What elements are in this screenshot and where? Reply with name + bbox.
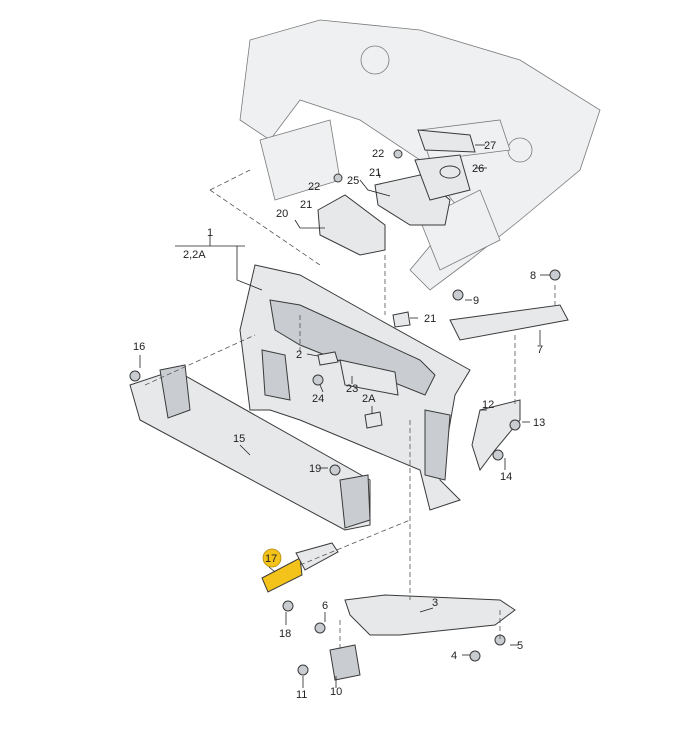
label-14: 14 bbox=[500, 471, 512, 483]
leader-lines bbox=[139, 144, 550, 688]
label-2-2a: 2,2A bbox=[183, 249, 206, 261]
fittings bbox=[317, 311, 411, 681]
label-15: 15 bbox=[233, 433, 245, 445]
label-4: 4 bbox=[451, 650, 457, 662]
label-17: 17 bbox=[265, 553, 277, 565]
label-7: 7 bbox=[537, 344, 543, 356]
label-21c: 21 bbox=[424, 313, 436, 325]
label-3: 3 bbox=[432, 597, 438, 609]
label-13: 13 bbox=[533, 417, 545, 429]
assembly-lines bbox=[144, 169, 556, 650]
label-16: 16 bbox=[133, 341, 145, 353]
label-10: 10 bbox=[330, 686, 342, 698]
label-9: 9 bbox=[473, 295, 479, 307]
label-11: 11 bbox=[296, 689, 307, 701]
label-8: 8 bbox=[530, 270, 536, 282]
bumper-reinforcement bbox=[129, 364, 371, 531]
label-19: 19 bbox=[309, 463, 321, 475]
lower-carrier bbox=[344, 594, 516, 636]
side-brackets bbox=[449, 304, 569, 472]
label-26: 26 bbox=[472, 163, 484, 175]
label-24: 24 bbox=[312, 393, 324, 405]
label-22a: 22 bbox=[372, 148, 384, 160]
part-labels: 1 2,2A 2 2A 3 4 5 6 7 8 9 10 11 12 13 14… bbox=[133, 140, 545, 701]
label-1: 1 bbox=[207, 227, 213, 239]
bolts bbox=[129, 149, 561, 676]
label-2: 2 bbox=[296, 349, 302, 361]
air-ducts bbox=[317, 129, 476, 256]
label-5: 5 bbox=[517, 640, 523, 652]
label-27: 27 bbox=[484, 140, 496, 152]
label-21b: 21 bbox=[300, 199, 312, 211]
callout-17-badge bbox=[262, 548, 282, 568]
label-12: 12 bbox=[482, 399, 494, 411]
label-25: 25 bbox=[347, 175, 359, 187]
vehicle-body-frame bbox=[239, 19, 601, 291]
label-6: 6 bbox=[322, 600, 328, 612]
label-23: 23 bbox=[346, 383, 358, 395]
label-18: 18 bbox=[279, 628, 291, 640]
label-21a: 21 bbox=[369, 167, 381, 179]
label-22b: 22 bbox=[308, 181, 320, 193]
label-20: 20 bbox=[276, 208, 288, 220]
label-2a: 2A bbox=[362, 393, 376, 405]
